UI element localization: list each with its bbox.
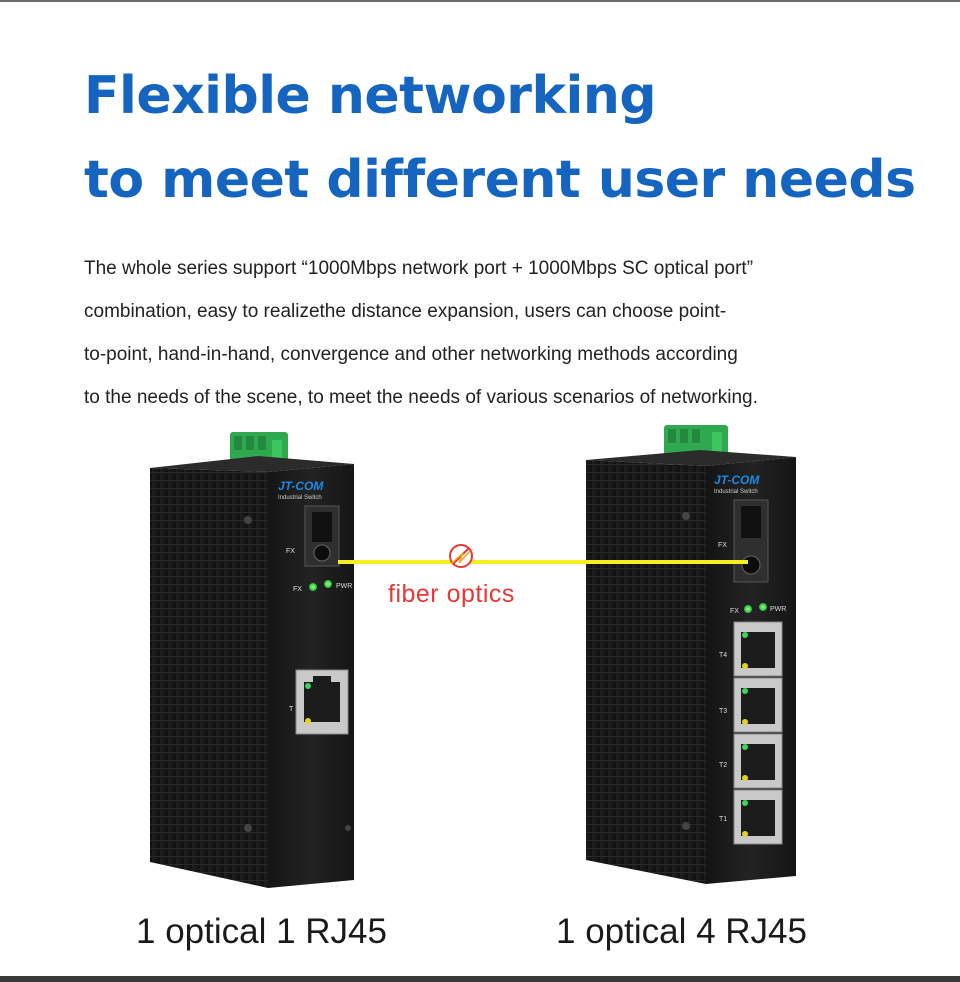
headline-line-2: to meet different user needs [84, 150, 916, 210]
headline-line-1: Flexible networking [84, 66, 657, 126]
fiber-optics-label: fiber optics [388, 580, 515, 608]
brand-logo: JT-COM [278, 479, 324, 493]
rj45-port-t3 [733, 677, 783, 733]
fx-port-label: FX [286, 548, 295, 555]
port-label-t1: T1 [719, 816, 727, 823]
caption-device-1: 1 optical 1 RJ45 [136, 912, 387, 951]
caption-device-2: 1 optical 4 RJ45 [556, 912, 807, 951]
description-line: to the needs of the scene, to meet the n… [84, 387, 758, 408]
brand-logo: JT-COM [714, 473, 760, 487]
fx-port-label: FX [718, 542, 727, 549]
switch-1-port: JT-COM Industrial Switch FX FX PWR T [150, 432, 354, 888]
port-label-t: T [289, 706, 294, 713]
led-label-pwr: PWR [770, 606, 786, 613]
rj45-port-t4 [733, 621, 783, 677]
brand-subtitle: Industrial Switch [714, 489, 758, 495]
led-label-fx: FX [293, 586, 302, 593]
description-line: The whole series support “1000Mbps netwo… [84, 258, 754, 279]
port-label-t2: T2 [719, 762, 727, 769]
heat-sink-side [586, 460, 706, 884]
fx-led [309, 583, 317, 591]
description: The whole series support “1000Mbps netwo… [84, 250, 944, 422]
fx-led [744, 605, 752, 613]
rj45-port-t2 [733, 733, 783, 789]
pwr-led [324, 580, 332, 588]
pwr-led [759, 603, 767, 611]
brand-subtitle: Industrial Switch [278, 495, 322, 501]
switch-4-port: JT-COM Industrial Switch FX FX PWR [586, 425, 796, 884]
bottom-border [0, 976, 960, 982]
port-label-t4: T4 [719, 652, 727, 659]
rj45-port-t1 [733, 789, 783, 845]
heat-sink-side [150, 468, 268, 888]
description-line: combination, easy to realizethe distance… [84, 301, 727, 322]
top-border [0, 0, 960, 2]
port-label-t3: T3 [719, 708, 727, 715]
description-line: to-point, hand-in-hand, convergence and … [84, 344, 738, 365]
no-signal-icon [449, 544, 473, 568]
led-label-fx: FX [730, 608, 739, 615]
led-label-pwr: PWR [336, 583, 352, 590]
